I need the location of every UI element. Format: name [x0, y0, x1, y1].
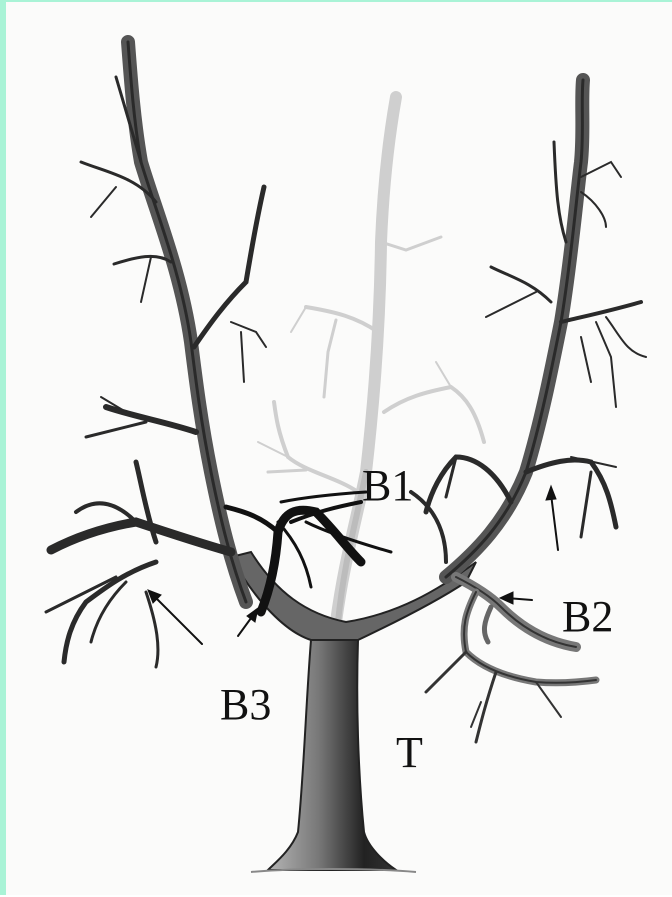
- label-b3: B3: [220, 683, 271, 727]
- trunk: [268, 640, 396, 870]
- left-scaffold: [46, 42, 266, 667]
- tree-drawing: [6, 2, 672, 897]
- label-b1: B1: [362, 464, 413, 508]
- faint-central-branch: [258, 97, 484, 622]
- label-t: T: [396, 731, 423, 775]
- label-b2: B2: [562, 595, 613, 639]
- right-scaffold: [411, 80, 646, 577]
